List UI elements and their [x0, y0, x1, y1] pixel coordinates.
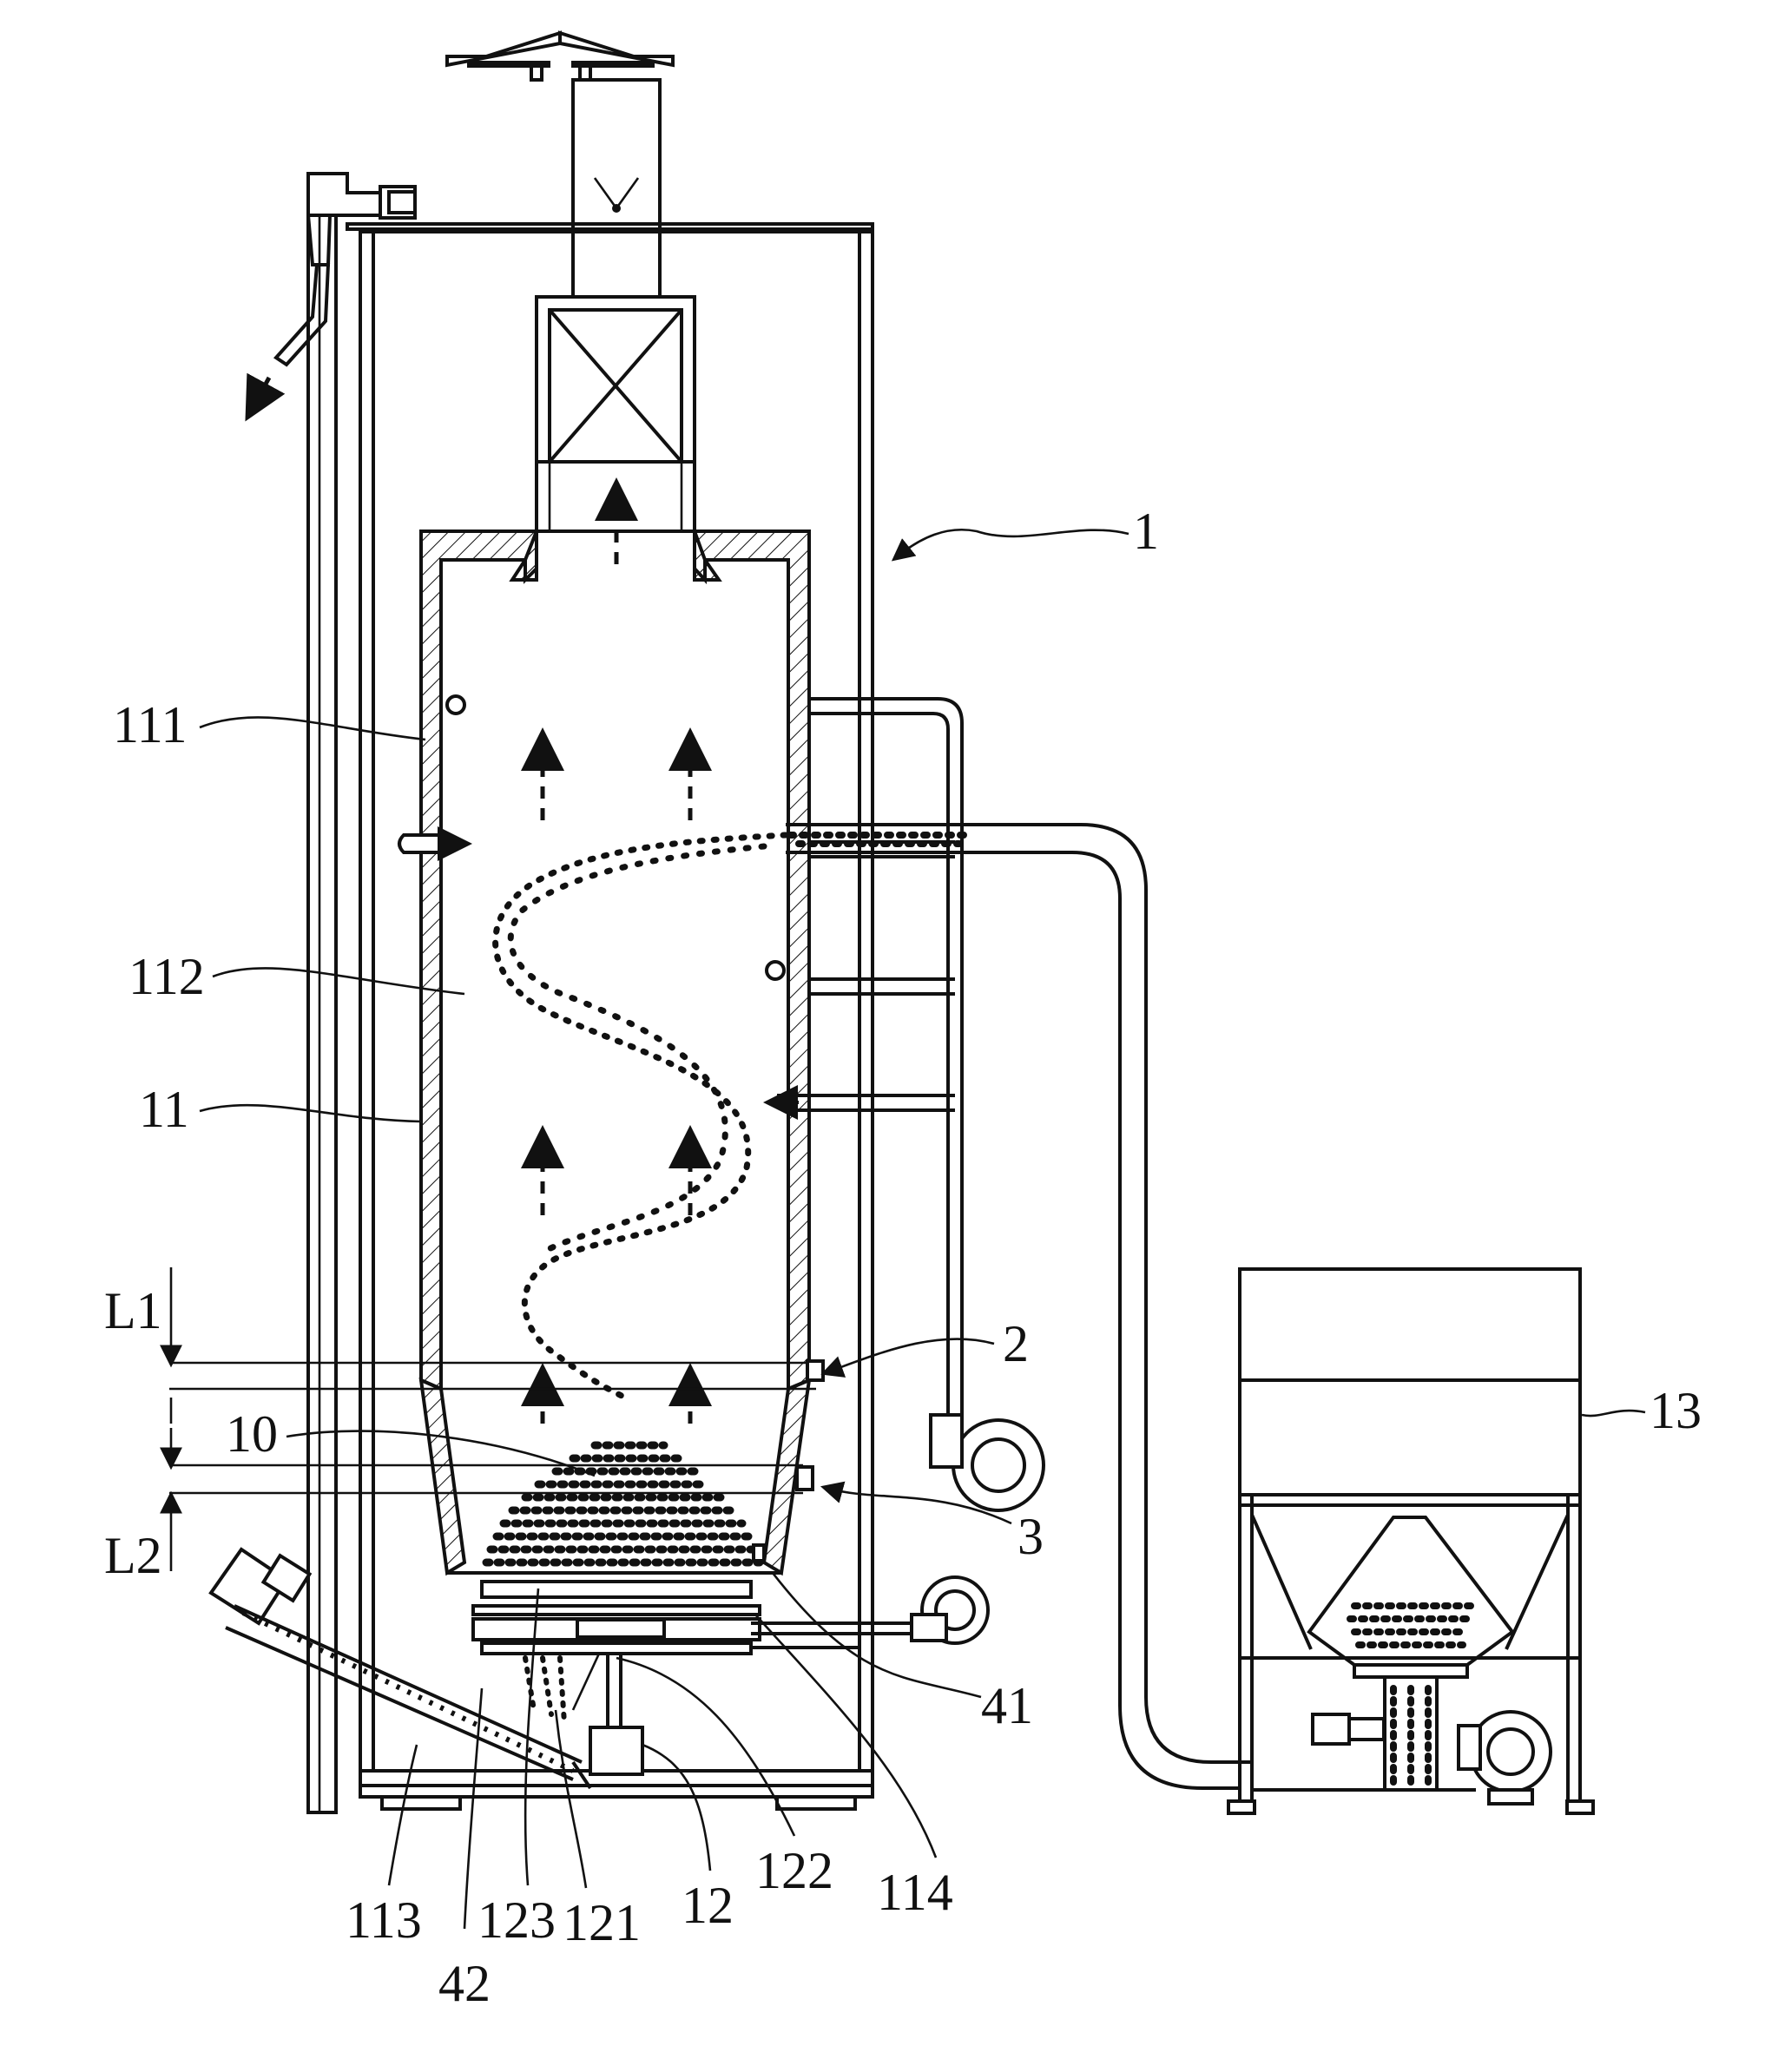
- label-l2: L2: [104, 1527, 162, 1584]
- feed-pipe: [786, 825, 1250, 1788]
- grate-assembly: [473, 1577, 988, 1774]
- label-111: 111: [113, 696, 188, 753]
- label-10: 10: [226, 1405, 278, 1463]
- label-121: 121: [563, 1894, 641, 1951]
- label-13: 13: [1650, 1382, 1702, 1439]
- label-41: 41: [981, 1677, 1033, 1734]
- exhaust-stack: [447, 33, 695, 531]
- label-2: 2: [1003, 1315, 1029, 1372]
- hopper-silo: [1228, 1269, 1593, 1813]
- label-42: 42: [438, 1955, 491, 2012]
- reference-labels: 1 111 112 11 L1 2 10 13 3 L2 41 114 122 …: [104, 503, 1702, 2012]
- label-12: 12: [682, 1877, 734, 1934]
- label-3: 3: [1018, 1508, 1044, 1565]
- label-122: 122: [755, 1842, 833, 1899]
- fuel-pile: [482, 1428, 764, 1562]
- label-1: 1: [1133, 503, 1159, 560]
- label-112: 112: [128, 948, 205, 1005]
- label-114: 114: [877, 1864, 953, 1921]
- air-piping: [777, 699, 1044, 1510]
- particle-stream: [496, 835, 786, 1398]
- flow-arrows: [543, 495, 690, 1424]
- label-l1: L1: [104, 1282, 162, 1339]
- furnace-body: [399, 531, 809, 1573]
- label-123: 123: [477, 1891, 556, 1949]
- label-113: 113: [346, 1891, 422, 1949]
- label-11: 11: [139, 1081, 189, 1138]
